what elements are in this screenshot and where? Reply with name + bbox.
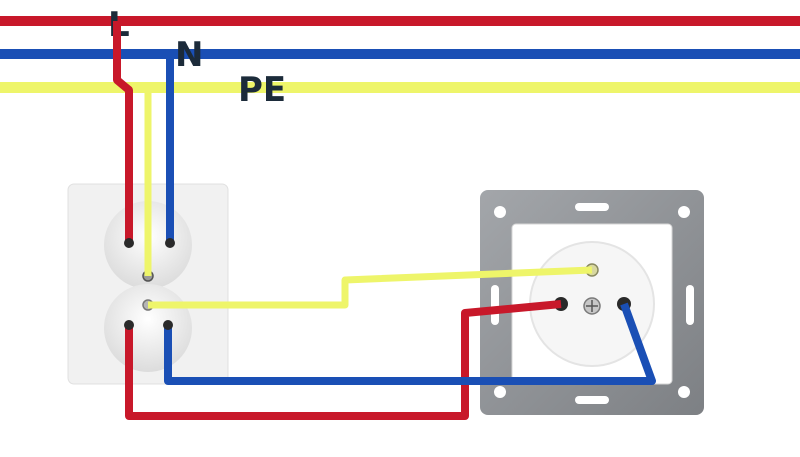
mount-hole	[678, 206, 690, 218]
mount-hole	[678, 386, 690, 398]
mount-slot	[575, 203, 609, 211]
earth-link-wire	[148, 266, 593, 309]
neutral-link-wire	[164, 302, 656, 385]
upper-socket-neutral-hole	[165, 238, 175, 248]
live-bus-line	[0, 16, 800, 26]
live-link-wire	[125, 300, 562, 420]
lower-socket-live-hole	[124, 320, 134, 330]
mount-slot	[686, 285, 694, 325]
earth-label: PE	[238, 70, 286, 110]
lower-socket-neutral-hole	[163, 320, 173, 330]
neutral-label: N	[175, 35, 203, 75]
mount-slot	[491, 285, 499, 325]
mount-hole	[494, 206, 506, 218]
mount-hole	[494, 386, 506, 398]
lower-socket-recess	[104, 284, 192, 372]
live-drop-wire	[113, 21, 133, 243]
upper-socket-live-hole	[124, 238, 134, 248]
earth-bus-line	[0, 82, 800, 93]
mount-slot	[575, 396, 609, 404]
neutral-bus-line	[0, 49, 800, 59]
